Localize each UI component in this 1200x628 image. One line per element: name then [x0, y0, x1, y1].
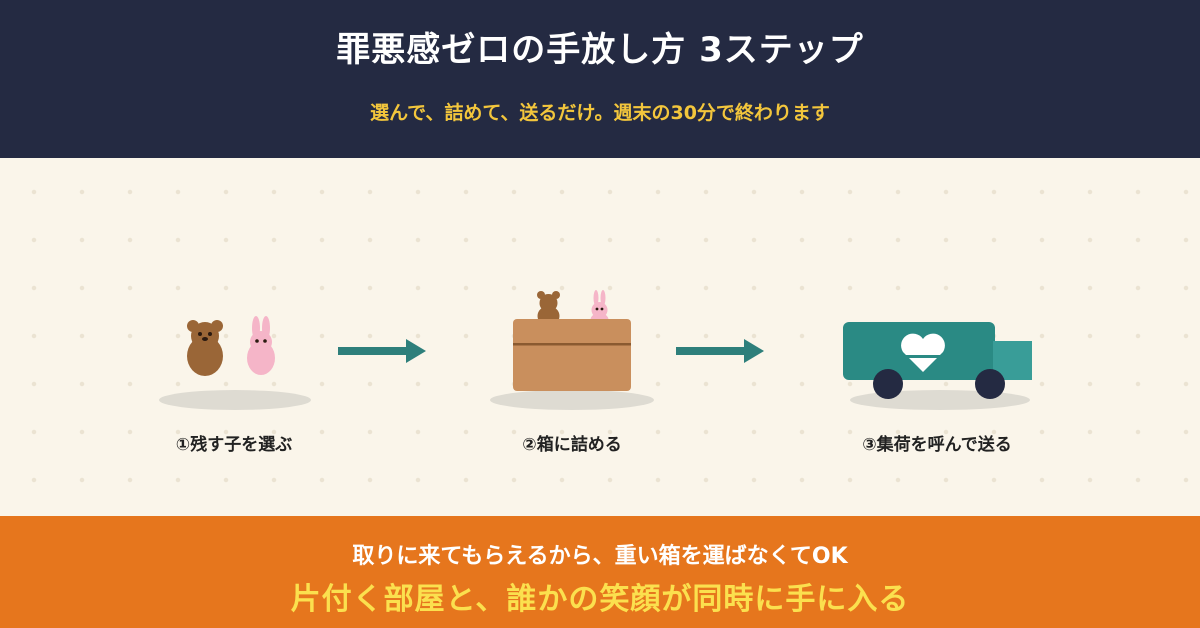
step-2-illustration [490, 290, 654, 410]
arrow-right-icon [676, 339, 764, 363]
step-1-label: ①残す子を選ぶ [175, 435, 293, 455]
steps-illustration [159, 290, 1032, 410]
arrow-right-icon [338, 339, 426, 363]
cardboard-box-icon [513, 319, 631, 391]
footer-message: 取りに来てもらえるから、重い箱を運ばなくてOK [352, 544, 848, 569]
footer-headline: 片付く部屋と、誰かの笑顔が同時に手に入る [290, 582, 910, 617]
shadow [159, 390, 311, 410]
page-subtitle: 選んで、詰めて、送るだけ。週末の30分で終わります [370, 102, 830, 124]
teddy-bear-icon [187, 320, 223, 376]
step-2-label: ②箱に詰める [522, 435, 622, 455]
delivery-truck-icon [843, 322, 1032, 399]
page-title: 罪悪感ゼロの手放し方 3ステップ [336, 30, 864, 70]
bunny-icon [247, 316, 275, 375]
step-3-label: ③集荷を呼んで送る [862, 435, 1012, 455]
header-banner: 罪悪感ゼロの手放し方 3ステップ 選んで、詰めて、送るだけ。週末の30分で終わり… [0, 0, 1200, 158]
step-3-illustration [843, 322, 1032, 410]
step-1-illustration [159, 316, 311, 410]
steps-section: ①残す子を選ぶ ②箱に詰める ③集荷を呼んで送る [0, 158, 1200, 516]
shadow [490, 390, 654, 410]
heart-icon [901, 333, 945, 372]
footer-banner: 取りに来てもらえるから、重い箱を運ばなくてOK 片付く部屋と、誰かの笑顔が同時に… [0, 516, 1200, 628]
